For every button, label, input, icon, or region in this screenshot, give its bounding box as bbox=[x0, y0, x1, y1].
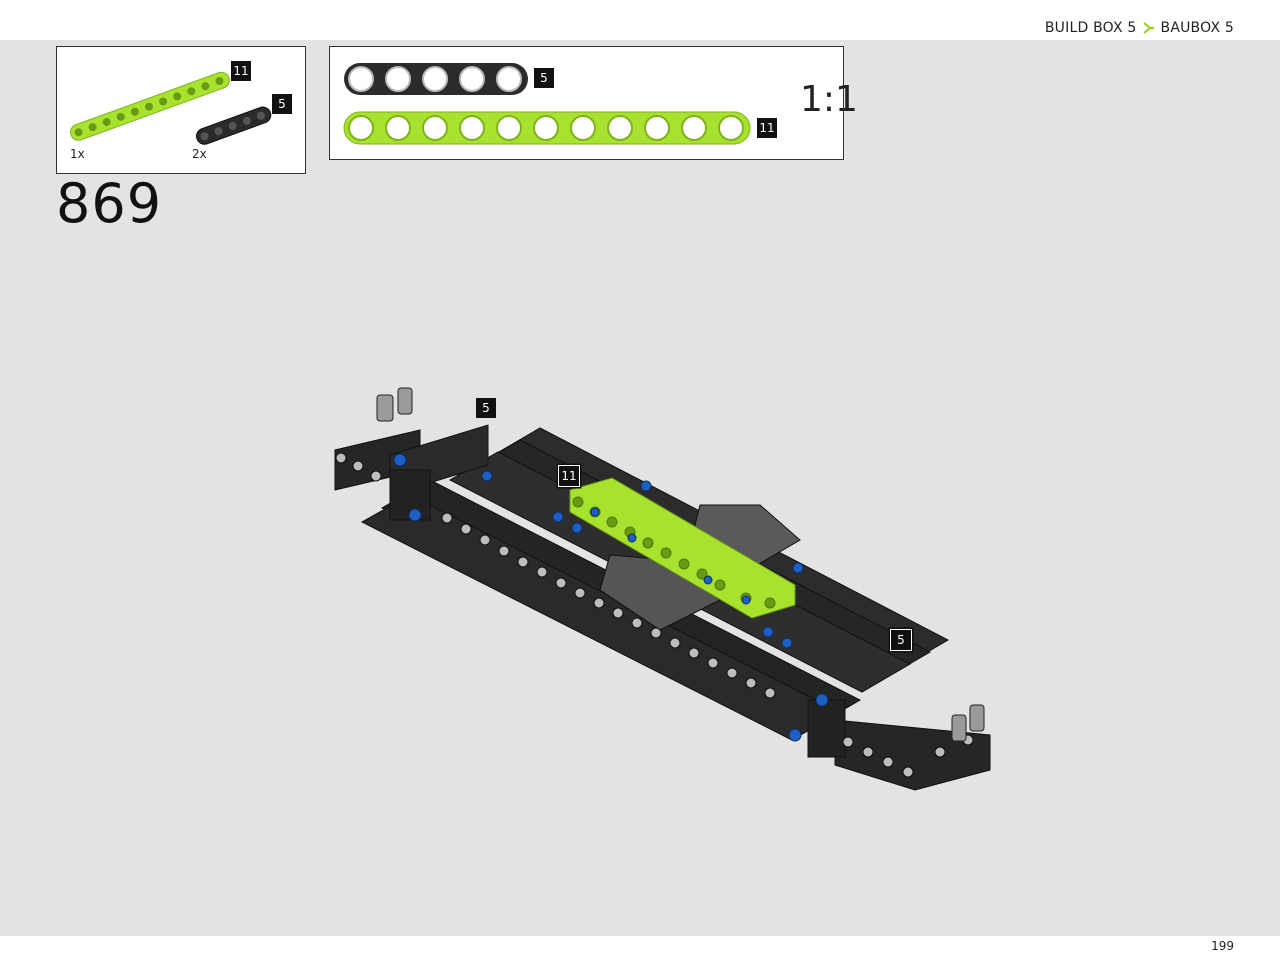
callout-badge: 11 bbox=[558, 465, 580, 487]
arrow-icon bbox=[1142, 22, 1154, 34]
breadcrumb: BUILD BOX 5 BAUBOX 5 bbox=[1045, 20, 1234, 36]
callout-badge: 5 bbox=[476, 398, 496, 418]
lime-beam-11-image bbox=[70, 71, 272, 145]
page-number: 199 bbox=[1211, 939, 1234, 953]
parts-panel: 11 5 1x 2x bbox=[56, 46, 306, 174]
step-number: 869 bbox=[56, 172, 163, 235]
part-length-badge: 5 bbox=[272, 94, 292, 114]
callout-badge: 5 bbox=[890, 629, 912, 651]
scale-length-badge: 11 bbox=[757, 118, 777, 138]
scale-label: 1:1 bbox=[800, 79, 858, 120]
part-quantity: 2x bbox=[192, 147, 207, 161]
page-footer: 199 bbox=[0, 936, 1280, 974]
scale-panel: 5 11 1:1 bbox=[329, 46, 858, 160]
page-header: BUILD BOX 5 BAUBOX 5 bbox=[0, 0, 1280, 40]
scale-length-badge: 5 bbox=[534, 68, 554, 88]
breadcrumb-baubox: BAUBOX 5 bbox=[1160, 20, 1234, 36]
breadcrumb-build-box: BUILD BOX 5 bbox=[1044, 20, 1137, 36]
part-quantity: 1x bbox=[70, 147, 85, 161]
scale-beams-image bbox=[343, 63, 751, 145]
part-length-badge: 11 bbox=[231, 61, 251, 81]
